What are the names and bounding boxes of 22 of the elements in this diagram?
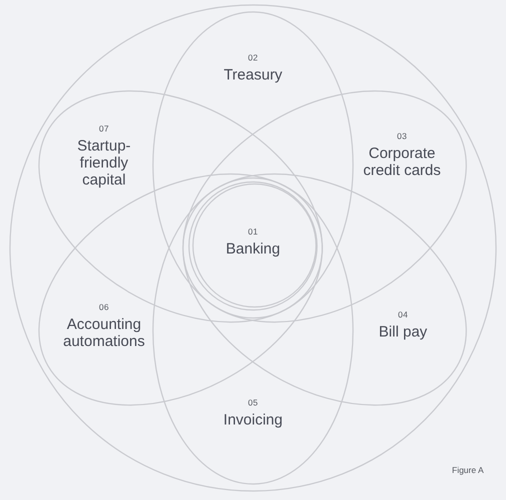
region-number: 03	[396, 130, 408, 141]
venn-ellipse	[183, 90, 466, 322]
region-label: Corporate credit cards	[362, 144, 442, 179]
venn-ellipse	[39, 174, 323, 406]
region-label: Bill pay	[378, 323, 428, 340]
region-label: Startup-friendly capital	[76, 137, 132, 188]
region-number: 04	[398, 309, 408, 320]
region-number: 02	[248, 52, 258, 62]
region-label: Treasury	[224, 66, 282, 84]
center-circle	[189, 182, 317, 310]
region-number: 07	[98, 123, 110, 134]
region-number: 05	[248, 398, 258, 408]
region-label: Banking	[226, 240, 280, 258]
outer-circle	[10, 5, 496, 491]
venn-ellipse	[153, 12, 353, 318]
region-number: 01	[248, 226, 258, 236]
venn-ellipse	[153, 178, 353, 484]
venn-ellipse	[183, 174, 466, 406]
region-label: Invoicing	[223, 412, 283, 428]
figure-caption: Figure A	[452, 465, 484, 475]
region-label: Accounting automations	[62, 316, 146, 350]
region-number: 06	[98, 302, 110, 312]
